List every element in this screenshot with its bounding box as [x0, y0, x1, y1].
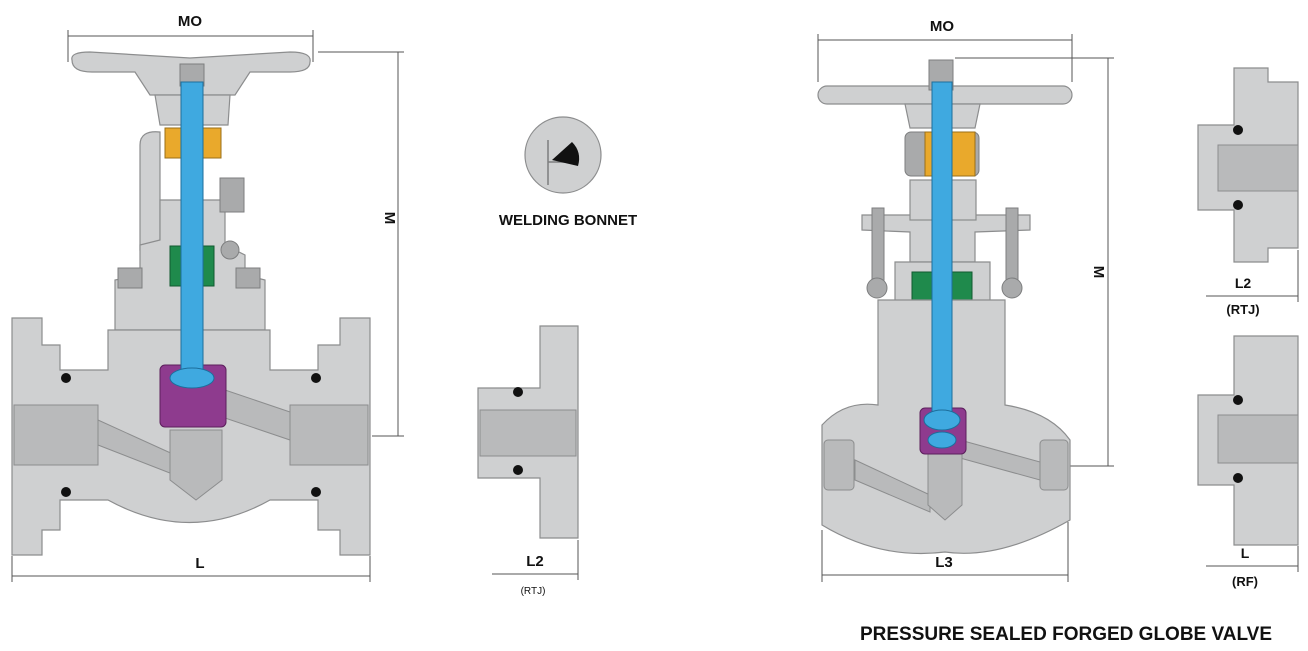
left-l-label: L — [195, 555, 204, 572]
left-mo-label: MO — [178, 13, 202, 30]
left-yoke-arm — [139, 131, 161, 251]
left-rtj-label: (RTJ) — [521, 586, 546, 597]
right-stem — [931, 81, 953, 413]
welding-bonnet-caption: WELDING BONNET — [499, 212, 637, 229]
right-rf-l-label: L — [1241, 545, 1250, 561]
weld-bead — [552, 142, 580, 166]
right-m-label: M — [1090, 266, 1107, 279]
left-stem — [180, 81, 204, 373]
right-mo-label: MO — [930, 18, 954, 35]
right-valve: MO M — [817, 18, 1114, 582]
right-rf-label: (RF) — [1232, 574, 1258, 589]
right-l3-label: L3 — [935, 554, 953, 571]
left-inlet-bore — [13, 404, 99, 466]
left-m-label: M — [381, 212, 398, 225]
left-rtj-end-detail: L2 (RTJ) — [477, 325, 579, 597]
right-rtj-label: (RTJ) — [1226, 302, 1259, 317]
left-weld-1 — [61, 373, 71, 383]
left-rtj-l2-label: L2 — [526, 553, 544, 570]
right-rtj-l2-label: L2 — [1235, 275, 1252, 291]
left-valve: MO M — [11, 13, 404, 582]
diagram-title: PRESSURE SEALED FORGED GLOBE VALVE — [860, 624, 1272, 645]
right-rf-end-detail: L (RF) — [1197, 335, 1299, 589]
left-outlet-bore — [289, 404, 369, 466]
welding-bonnet-detail: WELDING BONNET — [499, 116, 637, 229]
right-rtj-end-detail: L2 (RTJ) — [1197, 67, 1299, 317]
